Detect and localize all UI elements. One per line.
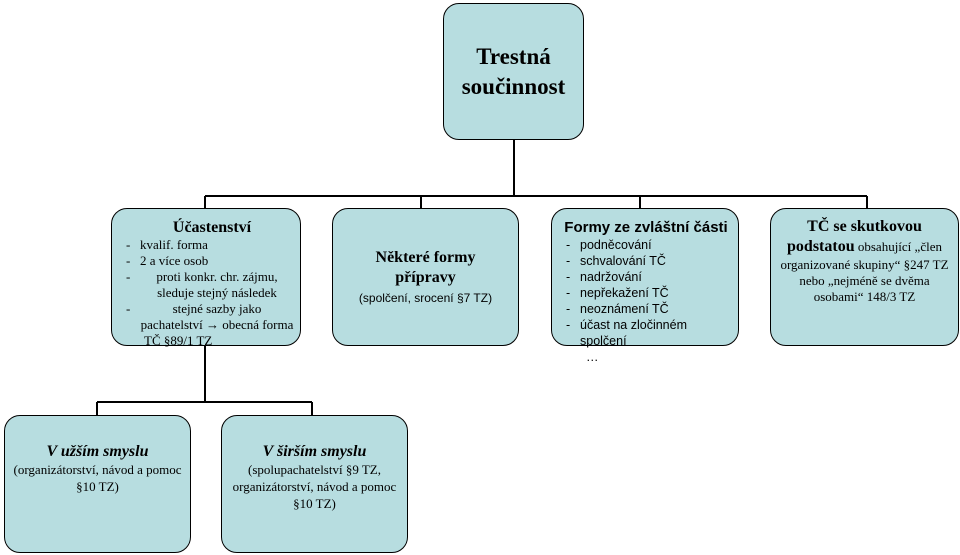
node-zvlastni-list: podněcování schvalování TČ nadržování ne… — [560, 237, 732, 349]
node-ucastenstvi: Účastenství kvalif. forma 2 a více osob … — [111, 208, 301, 348]
list-item: schvalování TČ — [560, 253, 732, 269]
node-skutkova-title: TČ se skutkovou podstatou — [787, 218, 922, 255]
list-item: stejné sazby jako pachatelství → obecná … — [120, 301, 294, 333]
node-skutkova: TČ se skutkovou podstatou obsahující „čl… — [770, 208, 959, 346]
node-sirsi-title: V širším smyslu — [262, 443, 367, 460]
node-uzsi-text: (organizátorství, návod a pomoc §10 TZ) — [13, 462, 182, 494]
node-zvlastni-ellipsis: … — [586, 350, 599, 364]
list-item: nepřekažení TČ — [560, 285, 732, 301]
list-item: neoznámení TČ — [560, 301, 732, 317]
node-uzsi-title: V užším smyslu — [46, 443, 149, 460]
node-ucastenstvi-title: Účastenství — [172, 219, 252, 236]
root-title-line1: Trestná — [476, 43, 551, 69]
node-sirsi-text: (spolupachatelství §9 TZ, organizátorstv… — [232, 462, 397, 511]
node-priprava-subtitle: (spolčení, srocení §7 TZ) — [358, 291, 493, 305]
list-item: 2 a více osob — [120, 253, 294, 269]
root-node: Trestná součinnost — [443, 3, 584, 140]
node-priprava-title: Některé formy přípravy — [375, 249, 476, 286]
list-item: podněcování — [560, 237, 732, 253]
list-item: nadržování — [560, 269, 732, 285]
root-title-line2: součinnost — [461, 73, 566, 99]
node-zvlastni-title: Formy ze zvláštní části — [564, 219, 728, 236]
node-ucastenstvi-list: kvalif. forma 2 a více osob proti konkr.… — [120, 237, 294, 333]
node-zvlastni: Formy ze zvláštní části podněcování schv… — [551, 208, 739, 364]
list-item: účast na zločinném spolčení — [560, 317, 732, 349]
node-priprava: Některé formy přípravy (spolčení, srocen… — [332, 208, 519, 346]
node-ucastenstvi-footer: TČ §89/1 TZ — [144, 333, 213, 348]
node-uzsi: V užším smyslu (organizátorství, návod a… — [4, 415, 191, 553]
list-item: kvalif. forma — [120, 237, 294, 253]
list-item: proti konkr. chr. zájmu, sleduje stejný … — [120, 269, 294, 301]
node-sirsi: V širším smyslu (spolupachatelství §9 TZ… — [221, 415, 408, 553]
node-skutkova-text: obsahující „člen organizované skupiny“ §… — [780, 239, 949, 304]
